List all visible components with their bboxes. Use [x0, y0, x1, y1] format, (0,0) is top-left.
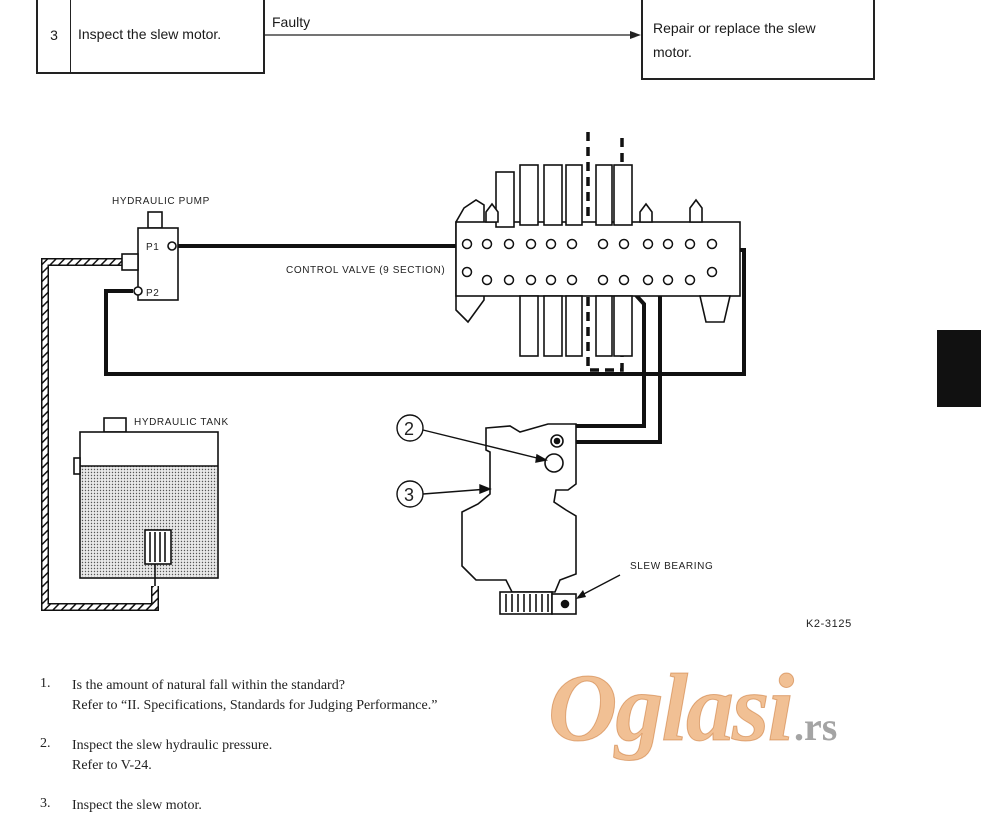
step-number: 1.	[40, 676, 51, 691]
port-p2-label: P2	[146, 288, 159, 299]
callout-2	[396, 414, 549, 463]
step-line: Refer to V-24.	[72, 758, 152, 773]
pump-label: HYDRAULIC PUMP	[112, 196, 210, 207]
flow-result-box: Repair or replace the slew motor.	[641, 0, 875, 80]
flow-step-box: 3 Inspect the slew motor.	[36, 0, 265, 74]
control-valve-label: CONTROL VALVE (9 SECTION)	[286, 265, 445, 276]
slew-bearing-pointer	[577, 574, 621, 598]
flow-step-text: Inspect the slew motor.	[78, 26, 222, 42]
slew-bearing-arrowhead	[576, 590, 586, 599]
flow-arrow-head	[630, 31, 641, 39]
flow-step-number: 3	[38, 0, 71, 72]
callout-number-2: 2	[404, 419, 414, 439]
step-number: 2.	[40, 736, 51, 751]
callout-3	[396, 480, 492, 508]
watermark-logo: Oglasi.rs	[547, 652, 838, 763]
watermark-main: Oglasi	[547, 654, 794, 762]
slew-bearing-label: SLEW BEARING	[630, 561, 713, 572]
flow-arrow-label: Faulty	[272, 14, 311, 30]
control-valve	[455, 164, 741, 357]
hydraulic-pump	[121, 211, 179, 301]
step-line: Refer to “II. Specifications, Standards …	[72, 698, 438, 713]
port-p1-label: P1	[146, 242, 159, 253]
hydraulic-tank	[73, 417, 219, 586]
control-valve-ports	[461, 238, 718, 286]
tank-label: HYDRAULIC TANK	[134, 417, 229, 428]
slew-motor	[461, 423, 577, 615]
flow-result-text: Repair or replace the slew motor.	[653, 20, 816, 60]
suction-line-hatch	[42, 259, 158, 610]
step-line: Inspect the slew motor.	[72, 798, 202, 813]
step-line: Inspect the slew hydraulic pressure.	[72, 738, 273, 753]
watermark-tld: .rs	[794, 704, 838, 749]
step-line: Is the amount of natural fall within the…	[72, 678, 345, 693]
section-tab-marker	[937, 330, 981, 407]
figure-code: K2-3125	[806, 618, 852, 630]
callout-number-3: 3	[404, 485, 414, 505]
step-number: 3.	[40, 796, 51, 811]
